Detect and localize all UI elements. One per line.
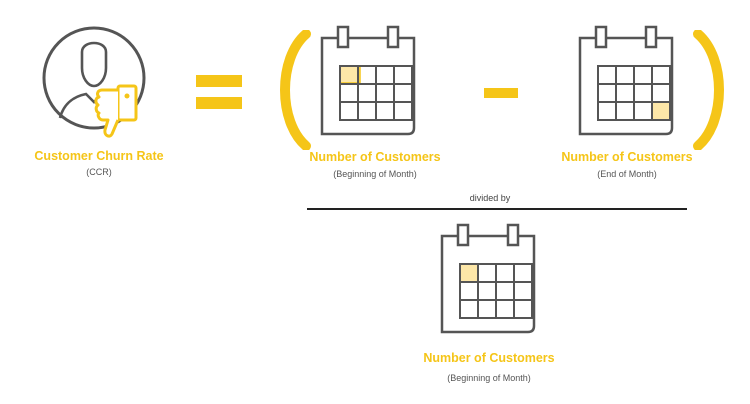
left-parenthesis [280,30,311,150]
customer-thumbs-down-icon [42,26,146,138]
fraction-line [307,208,687,210]
divided-by-label: divided by [469,193,511,203]
end-block-subtitle: (End of Month) [597,169,657,179]
minus-sign [484,88,518,98]
end-block-title: Number of Customers [561,150,693,164]
equals-sign [196,75,242,109]
calendar-beginning-icon [320,25,416,136]
denominator-title: Number of Customers [423,351,555,365]
calendar-end-icon [578,25,674,136]
begin-block-subtitle: (Beginning of Month) [333,169,417,179]
denominator-subtitle: (Beginning of Month) [447,373,531,383]
ccr-subtitle: (CCR) [86,167,112,177]
calendar-denominator-icon [440,223,536,334]
right-parenthesis [693,30,724,150]
begin-block-title: Number of Customers [309,150,441,164]
ccr-title: Customer Churn Rate [34,149,164,163]
